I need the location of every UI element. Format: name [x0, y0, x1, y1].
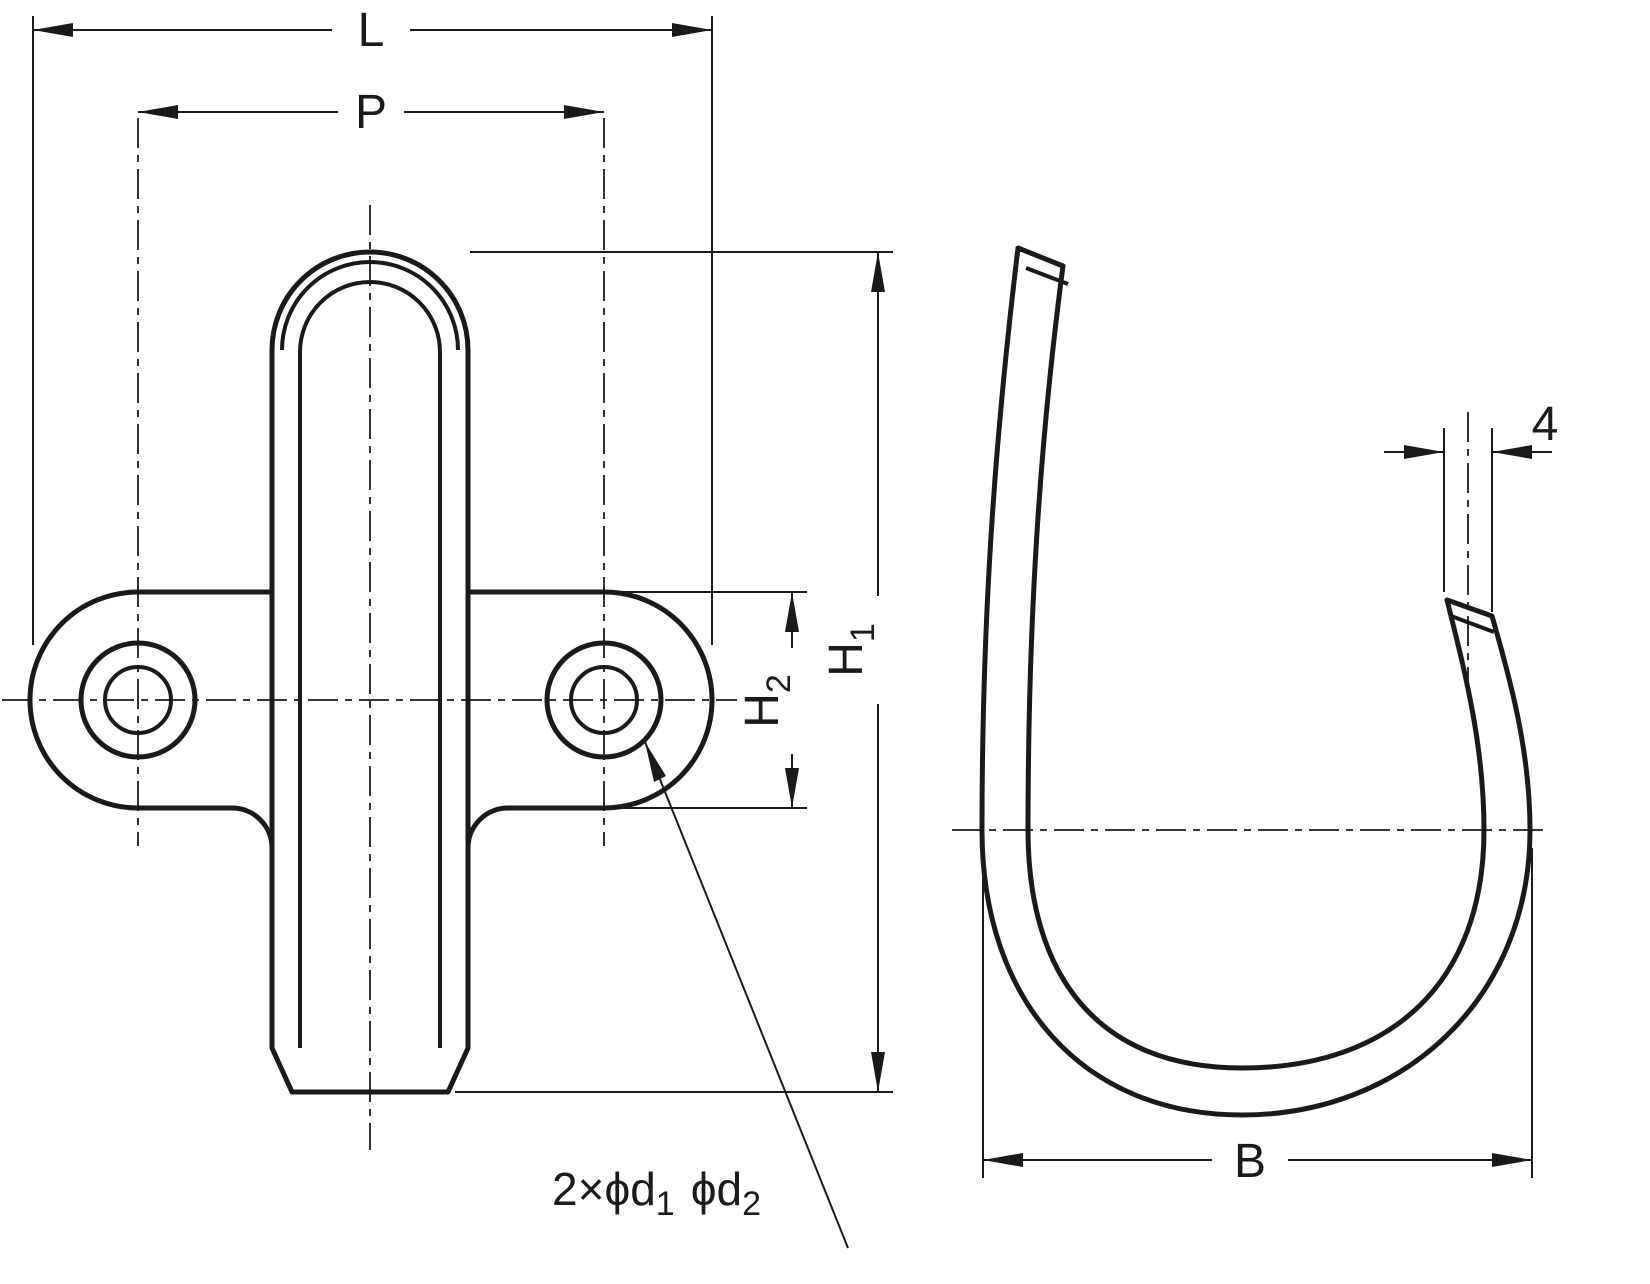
- hole-callout-leader-line: [644, 741, 849, 1249]
- dim-label-B: B: [1234, 1135, 1266, 1188]
- dim-label-L: L: [358, 4, 385, 57]
- dim-P-arrowhead-left: [138, 105, 178, 119]
- dim-H2-arrowhead-bottom: [785, 768, 799, 808]
- dim-label-P: P: [355, 86, 387, 139]
- dim-label-H2: H2: [736, 674, 798, 728]
- dim-thickness-arrowhead-left: [1404, 445, 1444, 459]
- hole-callout-arrowhead: [645, 742, 666, 782]
- dim-thickness-arrowhead-right: [1492, 445, 1532, 459]
- plate-right-cap: [601, 589, 715, 811]
- dim-label-H1: H1: [820, 623, 882, 677]
- plate-bottom-edge-left: [135, 805, 275, 851]
- dim-label-thickness: 4: [1532, 398, 1559, 451]
- right-tip-cut-line: [1450, 614, 1495, 634]
- side-view: [952, 245, 1548, 1118]
- front-view: [2, 118, 737, 1150]
- top-tip-cut-line: [1025, 266, 1069, 286]
- dim-L-arrowhead-left: [33, 23, 73, 37]
- dim-B-arrowhead-left: [983, 1153, 1023, 1167]
- dim-H1-arrowhead-bottom: [871, 1052, 885, 1092]
- hook-body-outline: [269, 249, 471, 1095]
- dim-H1-arrowhead-top: [871, 252, 885, 292]
- plate-bottom-edge-right: [465, 805, 607, 851]
- dim-P-arrowhead-right: [564, 105, 604, 119]
- dim-L-arrowhead-right: [672, 23, 712, 37]
- hook-profile-outline: [979, 245, 1533, 1118]
- dim-H2-arrowhead-top: [785, 592, 799, 632]
- dim-B-arrowhead-right: [1492, 1153, 1532, 1167]
